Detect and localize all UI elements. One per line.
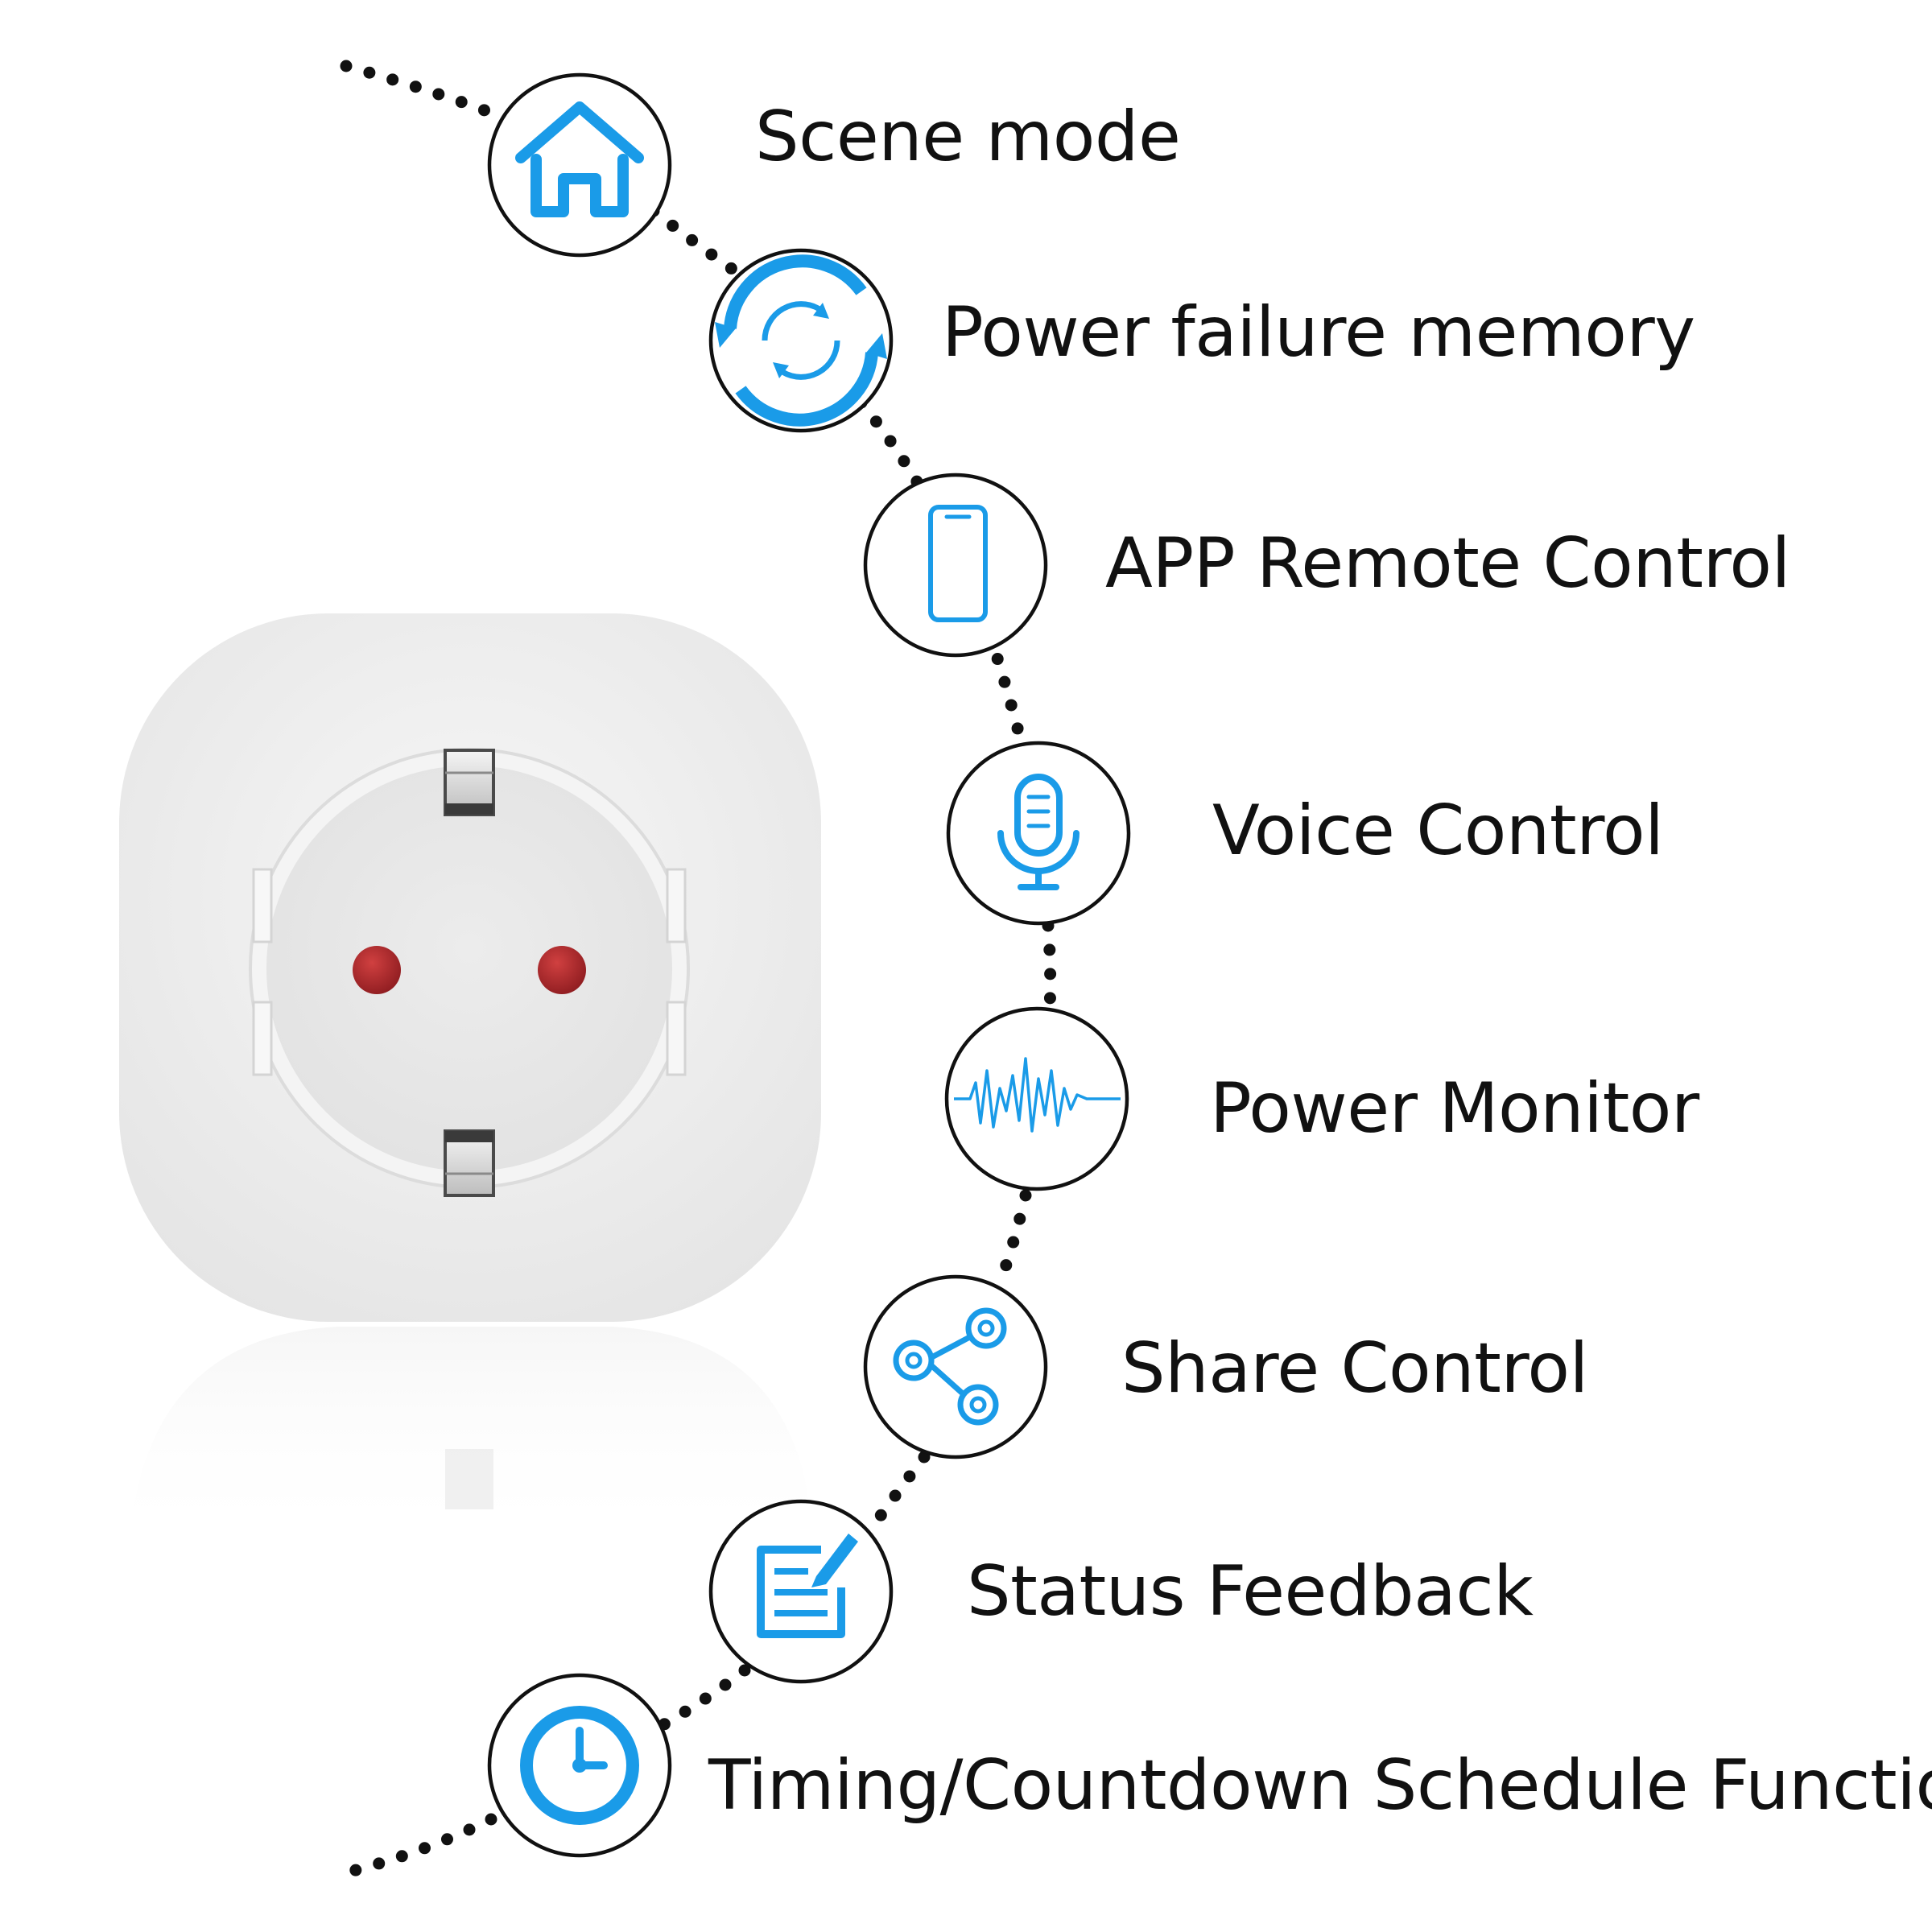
feature-label-app-remote-control: APP Remote Control [1105, 523, 1790, 604]
feature-icon-6 [708, 1499, 894, 1684]
feature-icon-5 [863, 1274, 1048, 1459]
socket-pin-left [353, 946, 401, 994]
waveform-icon [954, 1057, 1121, 1133]
feature-label-scene-mode: Scene mode [755, 97, 1181, 177]
microphone-icon [997, 774, 1080, 890]
feature-label-power-monitor: Power Monitor [1210, 1068, 1699, 1149]
feature-label-status-feedback: Status Feedback [967, 1551, 1534, 1632]
icon-ring [863, 473, 1048, 658]
feature-icon-2 [863, 473, 1048, 658]
refresh-cycle-icon [715, 254, 887, 427]
icon-ring [946, 741, 1131, 926]
dotted-path [340, 60, 1057, 1878]
socket-groove-right-bottom [666, 1001, 687, 1076]
feature-label-timing-schedule: Timing/Countdown Schedule Function [708, 1745, 1932, 1826]
socket-groove-left-bottom [252, 1001, 273, 1076]
edit-document-icon [757, 1534, 858, 1638]
earth-clip-bottom [444, 1129, 495, 1197]
feature-icon-0 [487, 72, 672, 258]
home-icon [515, 101, 644, 217]
earth-clip-top [444, 749, 495, 816]
socket-well [266, 766, 672, 1171]
feature-label-voice-control: Voice Control [1212, 791, 1664, 871]
icon-ring [863, 1274, 1048, 1459]
socket-groove-right-top [666, 868, 687, 943]
earth-clip-reflection [445, 1449, 493, 1509]
socket-groove-left-top [252, 868, 273, 943]
share-icon [893, 1307, 1007, 1426]
clock-icon [520, 1706, 639, 1825]
feature-icon-7 [487, 1673, 672, 1858]
feature-label-power-failure-memory: Power failure memory [942, 292, 1695, 373]
feature-icon-1 [708, 248, 894, 433]
smart-plug-image [119, 613, 821, 1546]
socket-pin-right [538, 946, 586, 994]
plug-reflection [129, 1327, 813, 1546]
icon-ring [708, 248, 894, 433]
feature-icon-4 [944, 1006, 1129, 1191]
feature-icon-3 [946, 741, 1131, 926]
smartphone-icon [928, 505, 988, 622]
feature-label-share-control: Share Control [1121, 1328, 1588, 1409]
